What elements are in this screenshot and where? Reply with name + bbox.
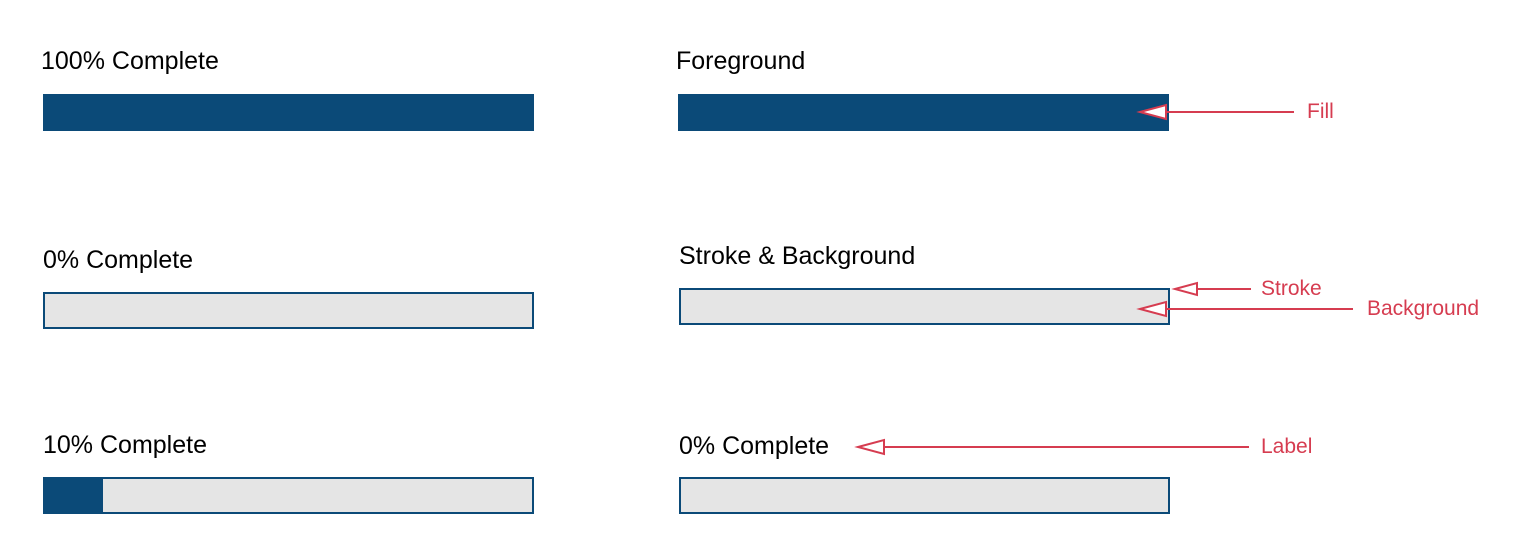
progress-bar-100 <box>43 94 534 131</box>
label-callout-arrow <box>854 438 1249 456</box>
label-callout-label: Label <box>1261 435 1313 458</box>
example-label-10: 10% Complete <box>43 431 207 459</box>
progress-bar-fill <box>680 96 1167 129</box>
example-label-100: 100% Complete <box>41 47 219 75</box>
stroke-callout-arrow <box>1171 281 1251 297</box>
background-callout-arrow <box>1136 300 1353 318</box>
label-example-progress-bar <box>679 477 1170 514</box>
label-example-text: 0% Complete <box>679 432 830 460</box>
progress-bar-10 <box>43 477 534 514</box>
foreground-progress-bar <box>678 94 1169 131</box>
foreground-heading: Foreground <box>676 47 806 75</box>
progress-bar-0 <box>43 292 534 329</box>
fill-callout-label: Fill <box>1307 100 1334 123</box>
stroke-callout-label: Stroke <box>1261 277 1322 300</box>
stroke-background-heading: Stroke & Background <box>679 242 916 270</box>
progress-bar-fill <box>45 96 532 129</box>
progress-bar-fill <box>45 479 104 512</box>
background-callout-label: Background <box>1367 297 1480 320</box>
example-label-0: 0% Complete <box>43 246 194 274</box>
stroke-background-progress-bar <box>679 288 1170 325</box>
